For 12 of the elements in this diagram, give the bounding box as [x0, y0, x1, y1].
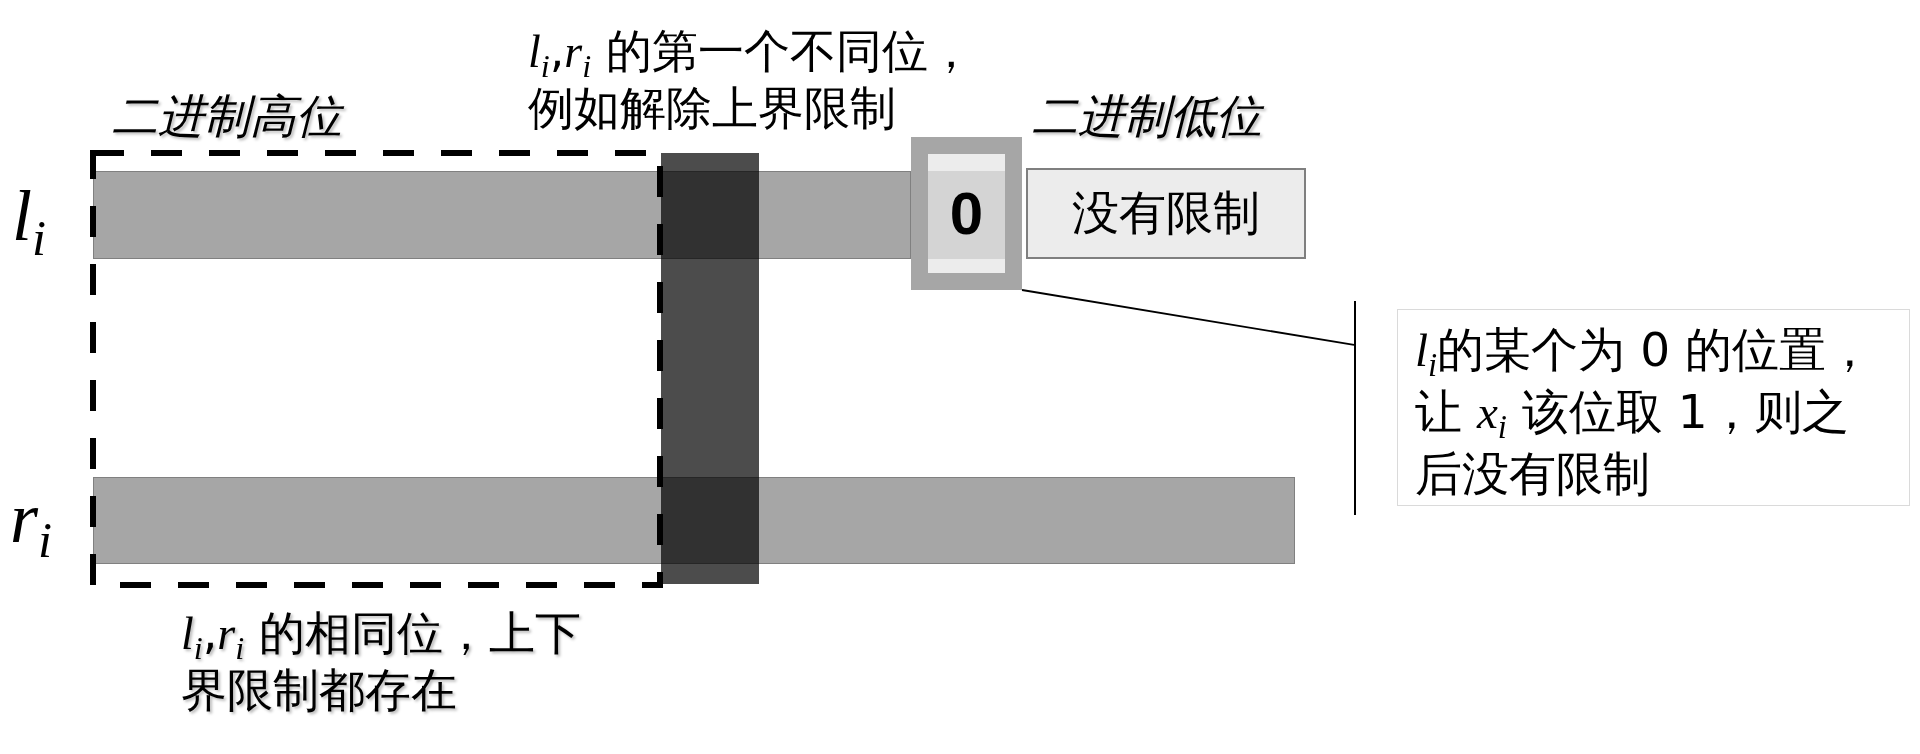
row-label: r$_{i}$	[10, 478, 53, 558]
callout	[1354, 301, 1910, 515]
bit-bar	[93, 477, 1295, 564]
region-label: 二进制高位	[112, 88, 342, 145]
callout-text: l$_{i}$的某个为 0 的位置，让 x$_{i}$ 该位取 1，则之后没有限制	[1397, 309, 1910, 506]
bit-box: 0	[911, 137, 1022, 290]
row-label: l$_{i}$	[12, 176, 47, 256]
region-label: 二进制低位	[1032, 88, 1262, 145]
leader-line	[1021, 289, 1355, 346]
annotation: l$_{i}$,r$_{i}$ 的相同位，上下界限制都存在	[181, 605, 582, 719]
label-box: 没有限制	[1026, 168, 1306, 259]
annotation: l$_{i}$,r$_{i}$ 的第一个不同位，例如解除上界限制	[528, 23, 975, 137]
